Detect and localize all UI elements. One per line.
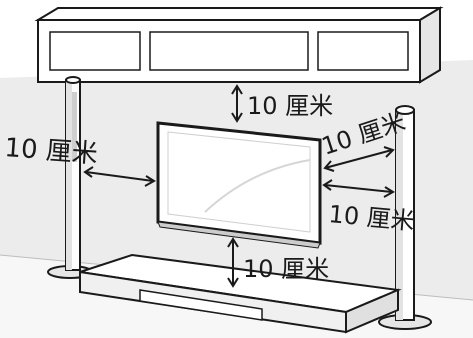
- arrow-left: [83, 166, 156, 187]
- label-bottom: 10 厘米: [243, 255, 329, 283]
- tv-stand: [79, 253, 402, 334]
- arrow-top: [231, 84, 243, 123]
- left-speaker: [47, 76, 93, 279]
- label-top: 10 厘米: [247, 92, 333, 120]
- arrow-right-lower: [322, 179, 395, 198]
- label-left: 10 厘米: [4, 133, 99, 169]
- arrow-bottom: [227, 237, 239, 288]
- tv-icon: [156, 121, 322, 249]
- right-speaker: [378, 105, 432, 330]
- arrow-right-upper: [323, 146, 395, 172]
- wall-cabinet: [34, 6, 444, 84]
